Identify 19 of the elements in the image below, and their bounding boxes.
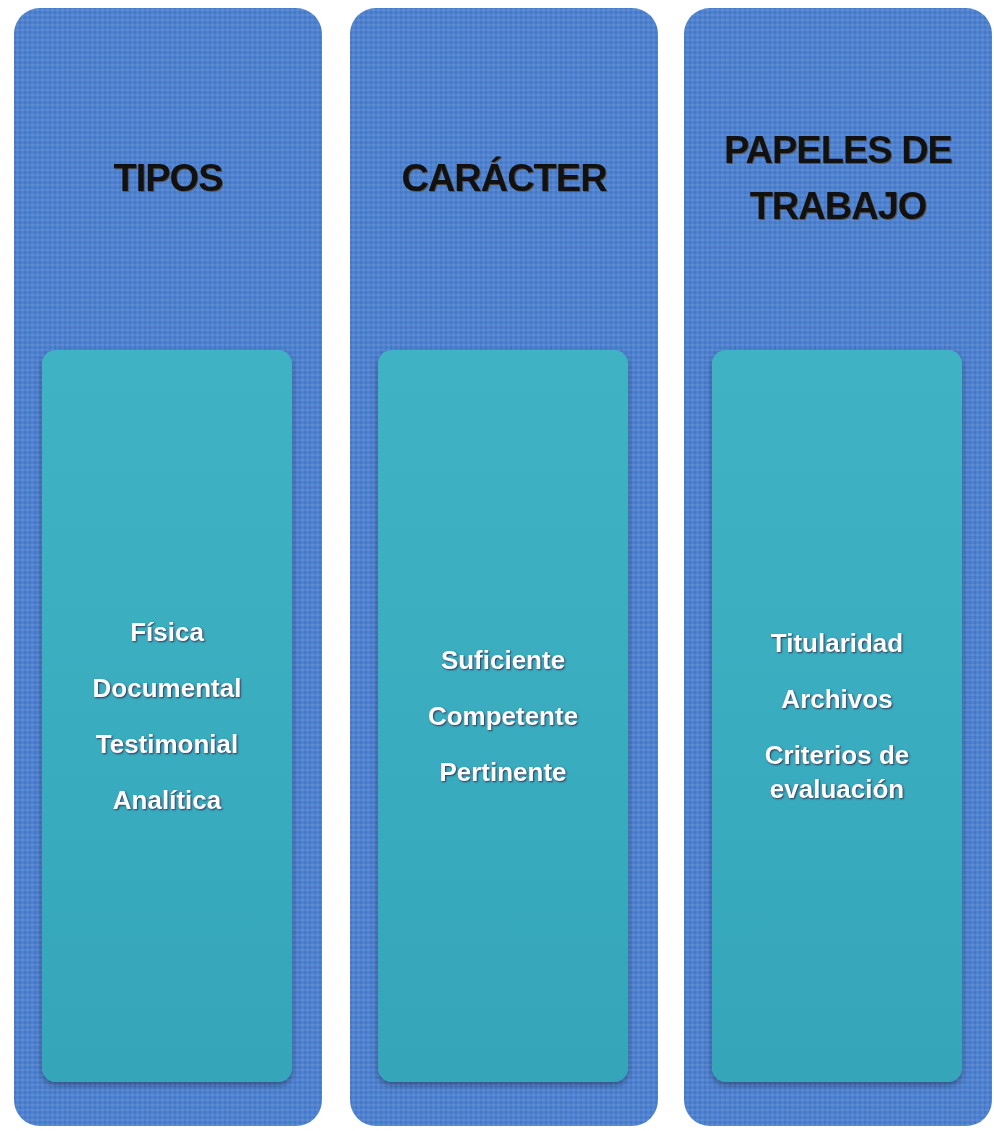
column-panel bbox=[684, 8, 992, 1126]
list-item: Analítica bbox=[111, 784, 223, 817]
list-item: Física bbox=[129, 616, 205, 649]
list-item: Documental bbox=[91, 672, 243, 705]
list-item: Criterios de evaluación bbox=[763, 739, 911, 806]
content-box bbox=[378, 350, 628, 1082]
list-item: Titularidad bbox=[769, 627, 905, 660]
column-panel bbox=[14, 8, 322, 1126]
column-panel bbox=[350, 8, 658, 1126]
content-box bbox=[42, 350, 292, 1082]
list-item: Competente bbox=[426, 700, 580, 733]
list-item: Pertinente bbox=[438, 756, 568, 789]
list-item: Suficiente bbox=[439, 644, 567, 677]
content-box bbox=[712, 350, 962, 1082]
column-heading: TIPOS bbox=[113, 156, 223, 201]
column-heading: PAPELES DE TRABAJO bbox=[723, 128, 953, 229]
list-item: Archivos bbox=[780, 683, 894, 716]
column-heading: CARÁCTER bbox=[401, 155, 607, 201]
list-item: Testimonial bbox=[94, 728, 240, 761]
